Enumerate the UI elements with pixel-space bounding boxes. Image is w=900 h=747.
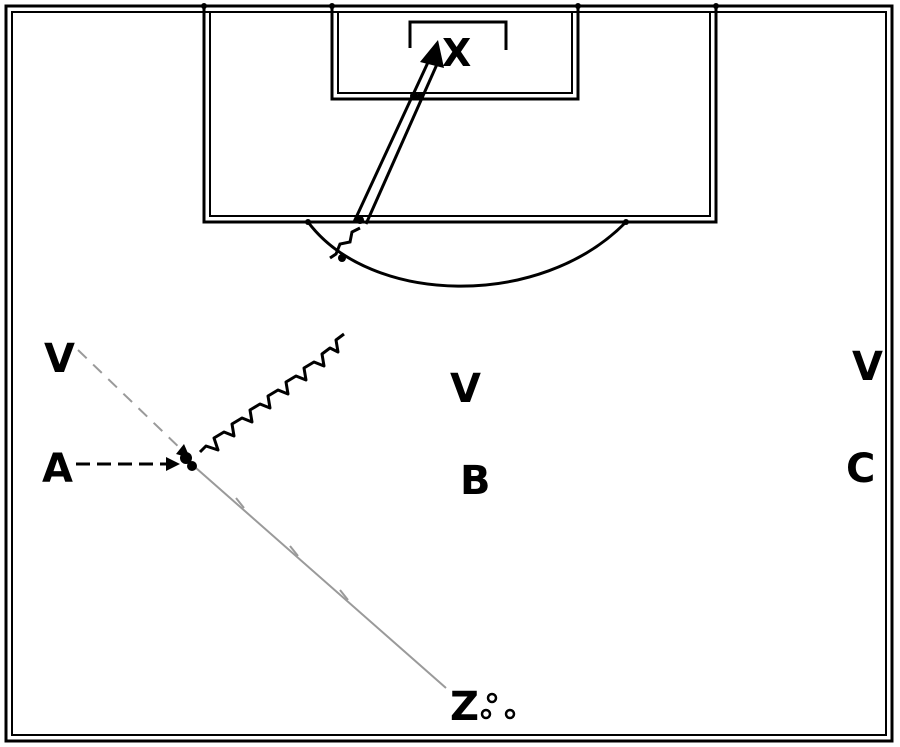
goal-marker bbox=[408, 20, 508, 50]
pitch-outline bbox=[4, 4, 894, 743]
pass-line-ticks bbox=[235, 497, 349, 601]
goal-area bbox=[330, 6, 580, 101]
ball-markers bbox=[180, 92, 423, 471]
player-label-c: C bbox=[846, 446, 875, 492]
player-label-b: B bbox=[460, 458, 491, 504]
pass-line-to-z bbox=[195, 467, 447, 689]
player-label-z: Z bbox=[450, 684, 479, 730]
shot-arrow bbox=[352, 40, 444, 225]
dribble-path bbox=[198, 332, 345, 454]
defender-label-center: V bbox=[450, 366, 481, 412]
dribble-path-end bbox=[329, 226, 361, 260]
defender-label-left: V bbox=[44, 336, 75, 382]
penalty-area bbox=[202, 6, 718, 224]
target-label: X bbox=[442, 31, 471, 75]
defender-run-line bbox=[77, 349, 190, 458]
line-markers bbox=[201, 3, 719, 225]
defender-label-right: V bbox=[852, 344, 883, 390]
dashed-run-arrow bbox=[76, 457, 180, 471]
player-z-dots-icon bbox=[480, 692, 516, 720]
player-label-a: A bbox=[42, 446, 73, 492]
